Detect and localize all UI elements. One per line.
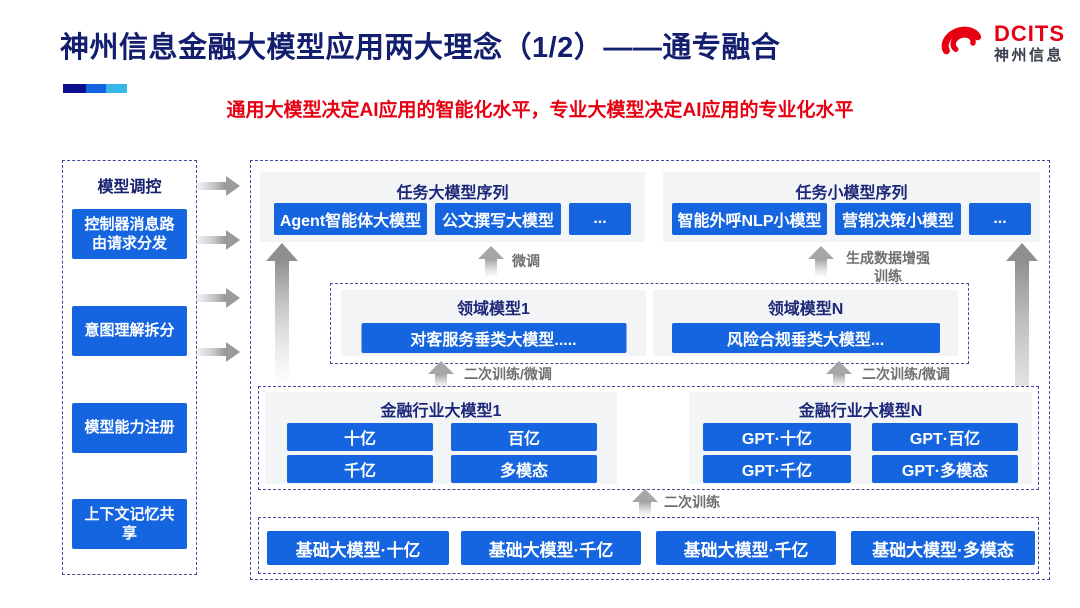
base-models-frame: 基础大模型·十亿 基础大模型·千亿 基础大模型·千亿 基础大模型·多模态 <box>258 517 1039 574</box>
dcits-swirl-icon <box>941 26 982 55</box>
retrain-finetune-right-label: 二次训练/微调 <box>862 366 950 382</box>
up-arrow-icon <box>266 243 298 398</box>
retrain-finetune-left-label: 二次训练/微调 <box>464 366 552 382</box>
task-large-model-row: Agent智能体大模型 公文撰写大模型 ... <box>260 203 645 235</box>
doc-model-box: 公文撰写大模型 <box>435 203 561 235</box>
model-size-box: GPT·百亿 <box>872 423 1018 451</box>
gen-data-train-label: 生成数据增强训练 <box>846 250 930 284</box>
domain-model-1-panel: 领域模型1 对客服务垂类大模型..... <box>341 290 646 356</box>
model-size-box: 多模态 <box>451 455 597 483</box>
up-arrow-icon <box>808 246 834 278</box>
base-model-box: 基础大模型·多模态 <box>851 531 1035 565</box>
right-arrow-icon <box>196 230 240 250</box>
company-logo: DCITS 神州信息 <box>936 18 1065 68</box>
base-model-box: 基础大模型·千亿 <box>656 531 836 565</box>
industry-model-n-panel: 金融行业大模型N GPT·十亿 GPT·百亿 GPT·千亿 GPT·多模态 <box>689 392 1032 484</box>
task-small-model-row: 智能外呼NLP小模型 营销决策小模型 ... <box>663 203 1040 235</box>
accent-bar-navy <box>63 84 86 93</box>
logo-brand-en: DCITS <box>994 21 1065 47</box>
up-arrow-icon <box>428 361 454 389</box>
industry-model-1-panel: 金融行业大模型1 十亿 百亿 千亿 多模态 <box>265 392 617 484</box>
task-large-model-title: 任务大模型序列 <box>396 185 509 202</box>
industry-model-n-title: 金融行业大模型N <box>798 403 923 420</box>
model-size-box: GPT·千亿 <box>703 455 851 483</box>
domain-model-n-title: 领域模型N <box>767 301 844 318</box>
right-arrow-icon <box>196 342 240 362</box>
up-arrow-icon <box>632 489 658 517</box>
accent-bar-cyan <box>106 84 127 93</box>
domain-model-1-title: 领域模型1 <box>457 301 530 318</box>
model-control-title: 模型调控 <box>97 179 162 196</box>
up-arrow-icon <box>826 361 852 389</box>
base-model-box: 基础大模型·十亿 <box>267 531 449 565</box>
task-large-model-panel: 任务大模型序列 Agent智能体大模型 公文撰写大模型 ... <box>260 172 645 242</box>
model-size-box: GPT·十亿 <box>703 423 851 451</box>
sidebar-item-intent: 意图理解拆分 <box>72 306 187 356</box>
agent-model-box: Agent智能体大模型 <box>274 203 427 235</box>
marketing-model-box: 营销决策小模型 <box>835 203 961 235</box>
right-arrow-icon <box>196 176 240 196</box>
model-control-panel: 模型调控 控制器消息路由请求分发 意图理解拆分 模型能力注册 上下文记忆共享 <box>62 160 197 575</box>
domain-models-frame: 领域模型1 对客服务垂类大模型..... 领域模型N 风险合规垂类大模型... <box>330 283 969 364</box>
domain-model-n-panel: 领域模型N 风险合规垂类大模型... <box>653 290 958 356</box>
nlp-model-box: 智能外呼NLP小模型 <box>672 203 827 235</box>
logo-brand-cn: 神州信息 <box>994 47 1065 65</box>
retrain-label: 二次训练 <box>664 494 720 510</box>
title-accent-bar <box>63 84 127 93</box>
sidebar-item-register: 模型能力注册 <box>72 403 187 453</box>
base-model-box: 基础大模型·千亿 <box>461 531 641 565</box>
model-size-box: 百亿 <box>451 423 597 451</box>
right-arrow-icon <box>196 288 240 308</box>
model-size-box: GPT·多模态 <box>872 455 1018 483</box>
model-size-box: 十亿 <box>287 423 433 451</box>
industry-models-frame: 金融行业大模型1 十亿 百亿 千亿 多模态 金融行业大模型N GPT·十亿 GP… <box>258 386 1039 490</box>
sidebar-item-context: 上下文记忆共享 <box>72 499 187 549</box>
more-models-box: ... <box>969 203 1031 235</box>
task-small-model-title: 任务小模型序列 <box>795 185 908 202</box>
logo-text: DCITS 神州信息 <box>994 22 1065 64</box>
model-size-box: 千亿 <box>287 455 433 483</box>
key-message: 通用大模型决定AI应用的智能化水平，专业大模型决定AI应用的专业化水平 <box>226 100 854 121</box>
more-models-box: ... <box>569 203 631 235</box>
customer-service-model-box: 对客服务垂类大模型..... <box>361 323 626 353</box>
finetune-label: 微调 <box>512 253 540 269</box>
sidebar-item-router: 控制器消息路由请求分发 <box>72 209 187 259</box>
page-title: 神州信息金融大模型应用两大理念（1/2）——通专融合 <box>60 32 781 64</box>
up-arrow-icon <box>478 246 504 278</box>
accent-bar-blue <box>86 84 106 93</box>
industry-model-1-title: 金融行业大模型1 <box>380 403 502 420</box>
risk-compliance-model-box: 风险合规垂类大模型... <box>671 323 940 353</box>
task-small-model-panel: 任务小模型序列 智能外呼NLP小模型 营销决策小模型 ... <box>663 172 1040 242</box>
